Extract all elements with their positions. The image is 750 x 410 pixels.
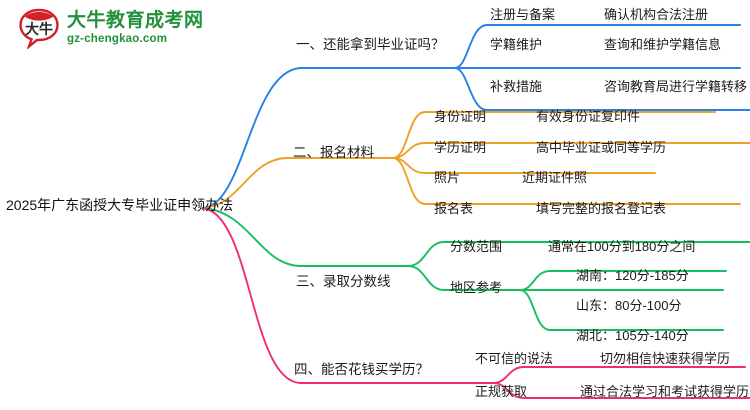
detail-node-2-3[interactable]: 近期证件照 [522, 170, 588, 185]
detail-node-4-2[interactable]: 通过合法学习和考试获得学历 [580, 384, 750, 399]
sub-node-2-2[interactable]: 学历证明 [434, 140, 487, 155]
sub-node-2-4[interactable]: 报名表 [434, 201, 474, 216]
detail-node-4-1[interactable]: 切勿相信快速获得学历 [600, 351, 731, 366]
sub-node-4-1[interactable]: 不可信的说法 [475, 351, 554, 366]
detail-node-1-3[interactable]: 咨询教育局进行学籍转移 [604, 79, 748, 94]
sub-node-1-2[interactable]: 学籍维护 [490, 37, 543, 52]
detail-node-3-2-3[interactable]: 湖北：105分-140分 [576, 328, 689, 343]
detail-node-3-2-1[interactable]: 湖南：120分-185分 [576, 268, 689, 283]
sub-node-3-2[interactable]: 地区参考 [450, 280, 503, 295]
sub-node-2-3[interactable]: 照片 [434, 170, 461, 185]
branch-2-wires [202, 111, 750, 209]
detail-node-1-1[interactable]: 确认机构合法注册 [604, 7, 709, 22]
detail-node-2-2[interactable]: 高中毕业证或同等学历 [536, 140, 667, 155]
root-node[interactable]: 2025年广东函授大专毕业证申领办法 [6, 197, 234, 213]
svg-text:大牛: 大牛 [25, 21, 53, 37]
sub-node-1-1[interactable]: 注册与备案 [490, 7, 556, 22]
detail-node-3-1[interactable]: 通常在100分到180分之间 [548, 239, 696, 254]
branch-node-1[interactable]: 一、还能拿到毕业证吗？ [296, 37, 445, 52]
sub-node-1-3[interactable]: 补救措施 [490, 79, 543, 94]
branch-node-2[interactable]: 二、报名材料 [293, 145, 374, 160]
sub-node-3-1[interactable]: 分数范围 [450, 239, 503, 254]
detail-node-1-2[interactable]: 查询和维护学籍信息 [604, 37, 722, 52]
branch-node-3[interactable]: 三、录取分数线 [296, 274, 391, 289]
detail-node-2-4[interactable]: 填写完整的报名登记表 [536, 201, 667, 216]
logo-title: 大牛教育成考网 [67, 9, 204, 31]
site-logo: 大牛 大牛教育成考网 gz-chengkao.com [18, 7, 204, 49]
sub-node-4-2[interactable]: 正规获取 [475, 384, 528, 399]
sub-node-2-1[interactable]: 身份证明 [434, 109, 487, 124]
logo-mark-icon: 大牛 [18, 7, 60, 49]
detail-node-2-1[interactable]: 有效身份证复印件 [536, 109, 641, 124]
detail-node-3-2-2[interactable]: 山东：80分-100分 [576, 298, 682, 313]
logo-subtitle: gz-chengkao.com [67, 32, 168, 45]
branch-node-4[interactable]: 四、能否花钱买学历？ [294, 362, 429, 377]
logo-text: 大牛教育成考网 gz-chengkao.com [67, 11, 204, 46]
